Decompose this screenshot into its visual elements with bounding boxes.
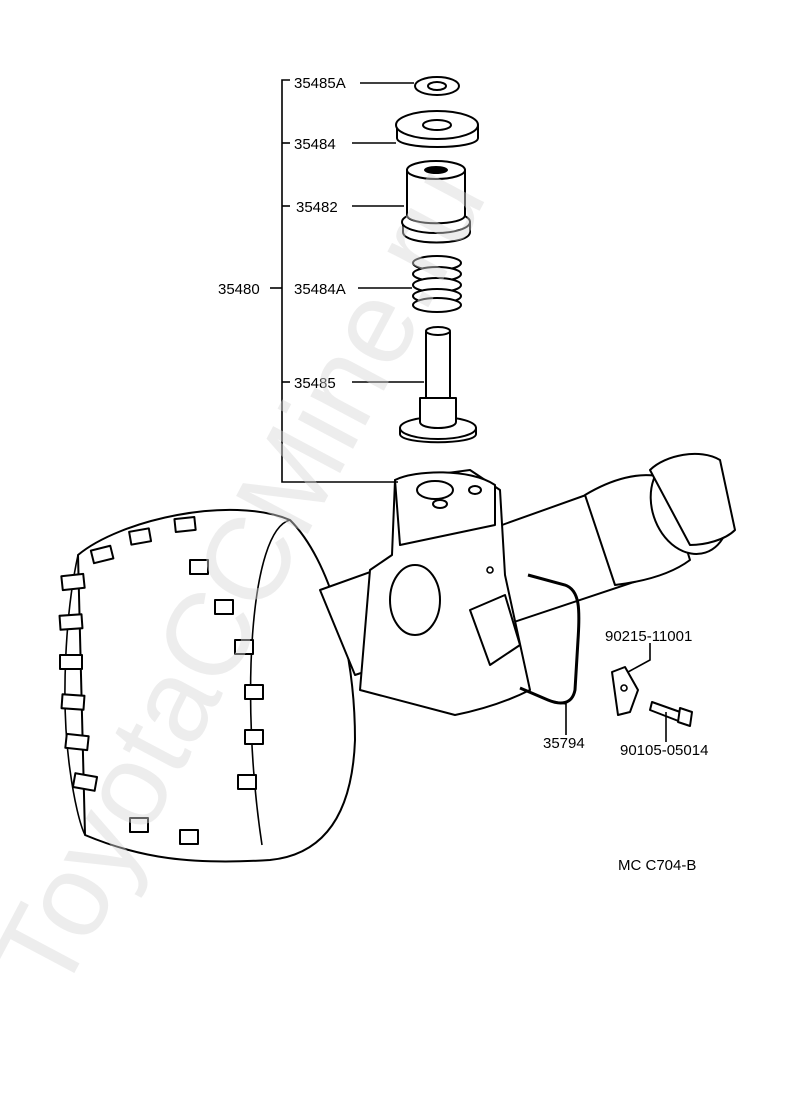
label-90105-05014: 90105-05014: [620, 742, 708, 759]
drum-slots: [58, 515, 264, 845]
pin-35485: [399, 326, 477, 444]
leader-lines: [270, 79, 667, 742]
label-90215-11001: 90215-11001: [605, 628, 692, 645]
label-35484A: 35484A: [294, 281, 346, 298]
snap-ring-35485A: [414, 76, 460, 96]
label-35484: 35484: [294, 136, 336, 153]
label-35794: 35794: [543, 735, 585, 752]
lock-plate: [611, 666, 639, 716]
retainer-35484: [395, 110, 479, 148]
label-35480: 35480: [218, 281, 260, 298]
bolt: [649, 701, 693, 727]
valve-body: [359, 469, 531, 716]
label-35485A: 35485A: [294, 75, 346, 92]
label-35485: 35485: [294, 375, 336, 392]
spring-35484A: [412, 255, 462, 313]
figure-code: MC C704-B: [618, 857, 696, 874]
clutch-drum: [58, 508, 356, 863]
label-35482: 35482: [296, 199, 338, 216]
piston-35482: [401, 160, 471, 244]
